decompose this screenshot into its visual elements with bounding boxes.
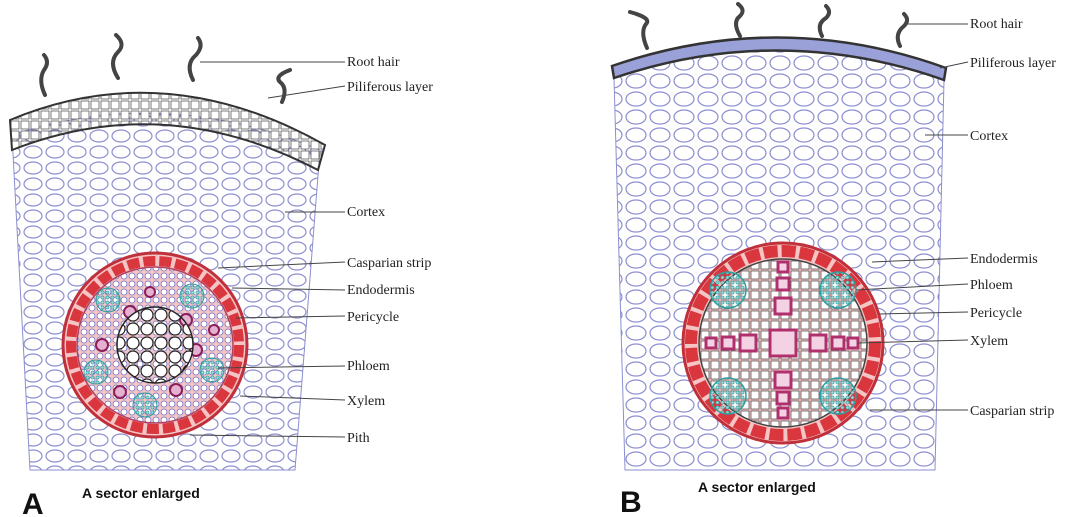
label-b-phloem: Phloem xyxy=(970,278,1013,293)
panel-a xyxy=(10,35,325,470)
panel-letter-b: B xyxy=(620,486,642,517)
label-b-endodermis: Endodermis xyxy=(970,252,1038,267)
stele-a xyxy=(63,253,247,437)
label-b-pericycle: Pericycle xyxy=(970,306,1022,321)
label-a-casparian-strip: Casparian strip xyxy=(347,256,431,271)
label-b-xylem: Xylem xyxy=(970,334,1008,349)
root-hairs xyxy=(41,35,290,102)
panel-letter-a: A xyxy=(22,488,44,517)
label-a-pericycle: Pericycle xyxy=(347,310,399,325)
panel-b xyxy=(612,4,946,470)
caption-a: A sector enlarged xyxy=(82,485,200,501)
label-a-endodermis: Endodermis xyxy=(347,283,415,298)
label-a-xylem: Xylem xyxy=(347,394,385,409)
label-a-root-hair: Root hair xyxy=(347,55,400,70)
stele-b xyxy=(683,243,883,443)
label-b-casparian-strip: Casparian strip xyxy=(970,404,1054,419)
label-b-cortex: Cortex xyxy=(970,129,1008,144)
label-a-phloem: Phloem xyxy=(347,359,390,374)
label-a-piliferous-layer: Piliferous layer xyxy=(347,80,433,95)
label-a-cortex: Cortex xyxy=(347,205,385,220)
label-b-piliferous-layer: Piliferous layer xyxy=(970,56,1056,71)
caption-b: A sector enlarged xyxy=(698,479,816,495)
pith-region xyxy=(117,307,193,383)
label-b-root-hair: Root hair xyxy=(970,17,1023,32)
label-a-pith: Pith xyxy=(347,431,370,446)
